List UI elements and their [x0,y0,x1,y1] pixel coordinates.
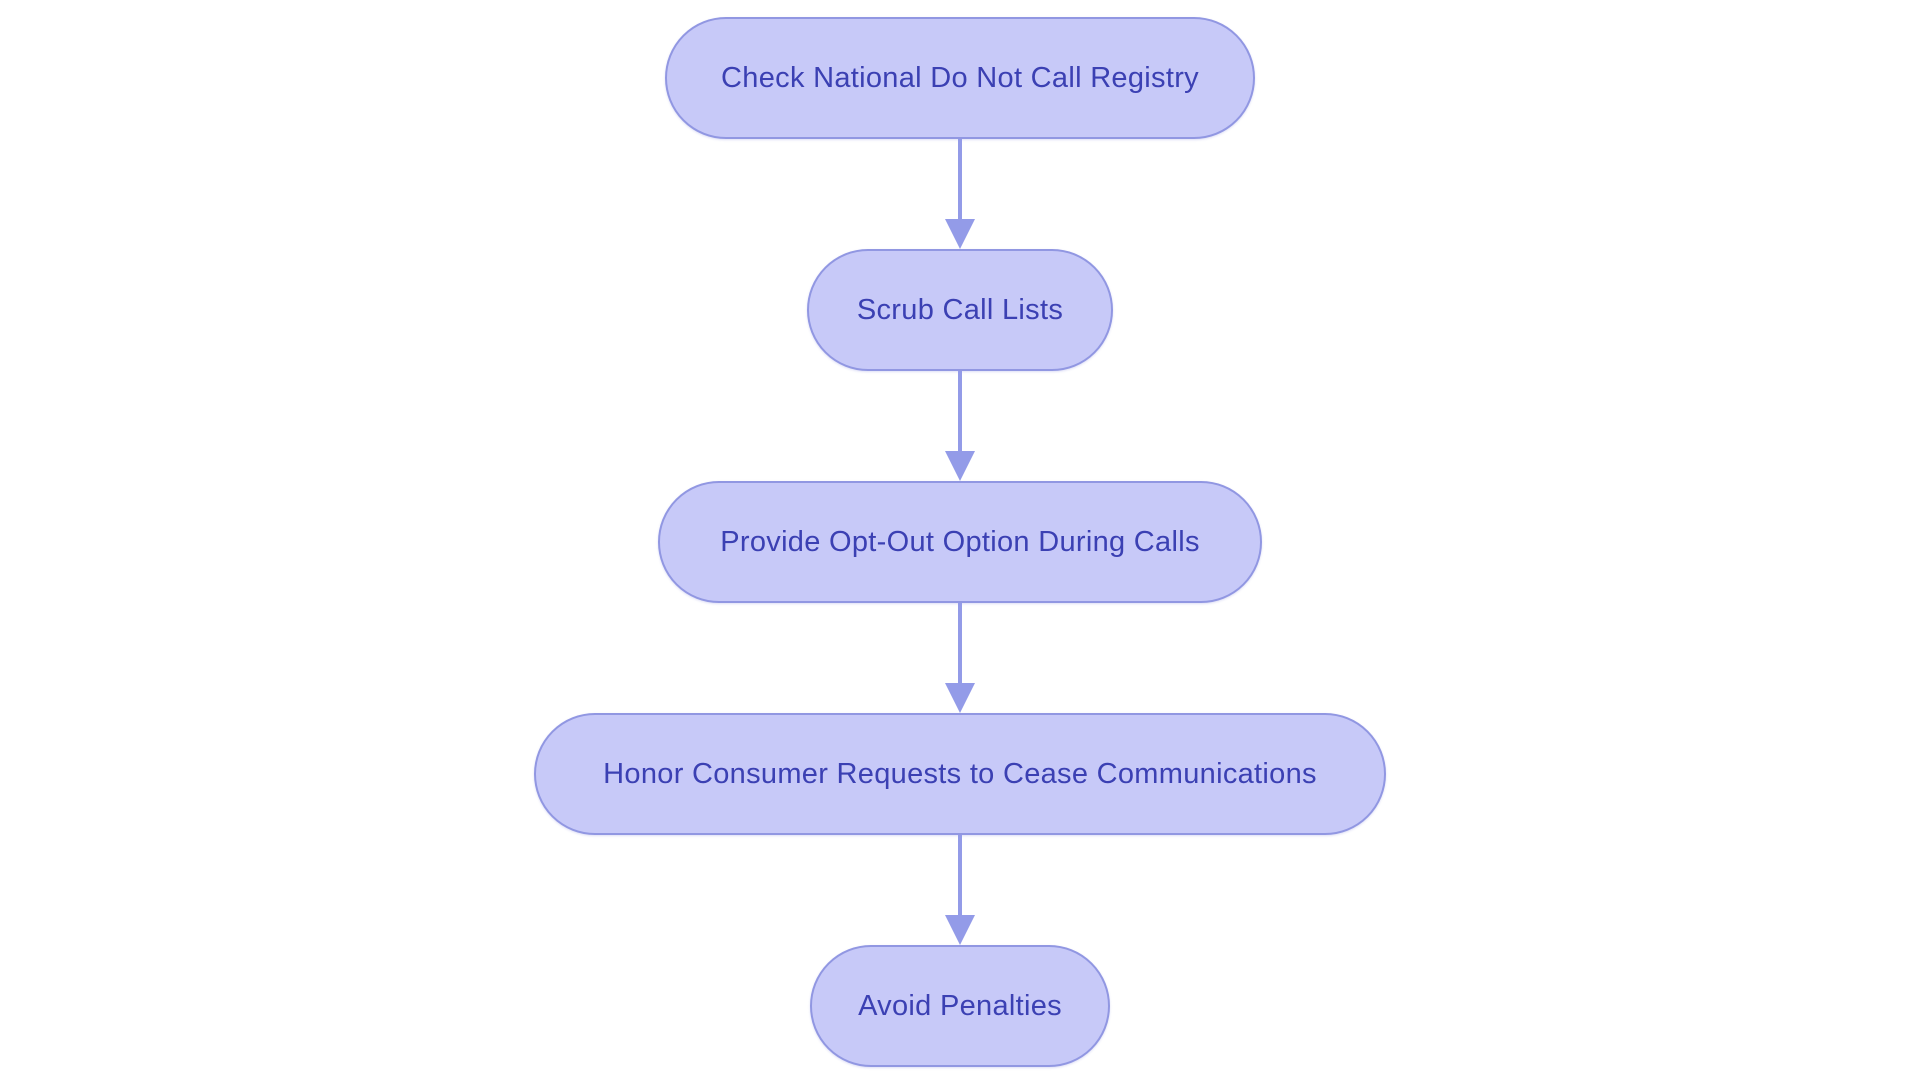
arrow-head-icon [945,915,975,945]
flow-node-avoid-penalties: Avoid Penalties [810,945,1110,1067]
flow-node-opt-out: Provide Opt-Out Option During Calls [658,481,1262,603]
arrow-down-connector [945,603,975,713]
flowchart-column: Check National Do Not Call Registry Scru… [534,17,1386,1067]
arrow-down-connector [945,371,975,481]
arrow-line [958,835,962,919]
arrow-line [958,603,962,687]
flow-node-label: Scrub Call Lists [856,293,1064,326]
flow-node-label: Check National Do Not Call Registry [721,61,1199,94]
arrow-line [958,139,962,223]
flow-node-honor-requests: Honor Consumer Requests to Cease Communi… [534,713,1386,835]
arrow-down-connector [945,139,975,249]
flow-node-label: Provide Opt-Out Option During Calls [720,525,1200,558]
arrow-head-icon [945,683,975,713]
flow-node-check-registry: Check National Do Not Call Registry [665,17,1255,139]
flow-node-scrub-lists: Scrub Call Lists [807,249,1113,371]
arrow-head-icon [945,219,975,249]
flow-node-label: Honor Consumer Requests to Cease Communi… [603,757,1317,790]
arrow-line [958,371,962,455]
arrow-down-connector [945,835,975,945]
flow-node-label: Avoid Penalties [858,989,1062,1022]
arrow-head-icon [945,451,975,481]
